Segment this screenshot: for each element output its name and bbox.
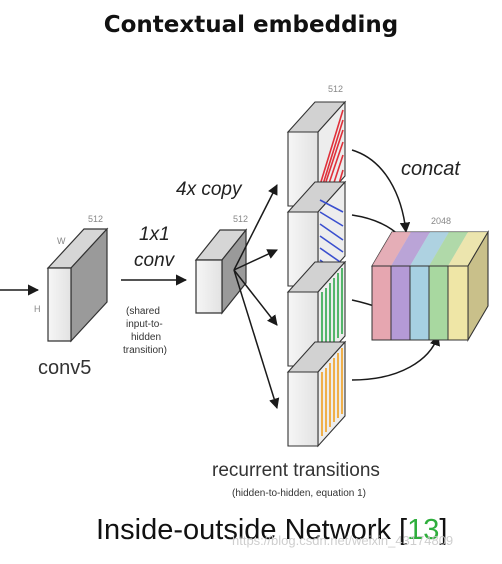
diagram-title: Contextual embedding (103, 12, 399, 38)
shared-note-line3: hidden (131, 332, 161, 343)
shared-note-line1: (shared (126, 306, 160, 317)
conv1x1-label-line2: conv (134, 250, 176, 271)
copy-label: 4x copy (176, 179, 243, 200)
conv5-label: conv5 (38, 357, 91, 379)
recurrent-block-orange (286, 340, 347, 448)
copy-channel-label: 512 (233, 214, 248, 224)
conv1x1-label-line1: 1x1 (139, 224, 170, 245)
caption-close: ] (439, 514, 448, 546)
recurrent-label: recurrent transitions (212, 460, 380, 481)
shared-note-line4: transition) (123, 345, 167, 356)
watermark: https://blog.csdn.net/weixin_43174809 (232, 533, 454, 548)
conv5-block (46, 227, 109, 343)
recurrent-block-red (286, 100, 347, 208)
figure-caption: Inside-outside Network [13] (96, 514, 447, 547)
recurrent-channel-label: 512 (328, 84, 343, 94)
caption-text: Inside-outside Network [ (96, 514, 408, 546)
conv5-height-label: H (34, 304, 41, 314)
conv5-width-label: W (57, 236, 66, 246)
concat-channel-label: 2048 (431, 216, 451, 226)
copy-block (194, 228, 248, 315)
fanout-arrows (233, 184, 280, 410)
concat-block (371, 229, 489, 343)
shared-note-line2: input-to- (126, 319, 163, 330)
recurrent-sublabel: (hidden-to-hidden, equation 1) (232, 488, 366, 499)
citation-link[interactable]: 13 (407, 514, 440, 546)
concat-label: concat (401, 158, 461, 180)
conv5-channel-label: 512 (88, 214, 103, 224)
